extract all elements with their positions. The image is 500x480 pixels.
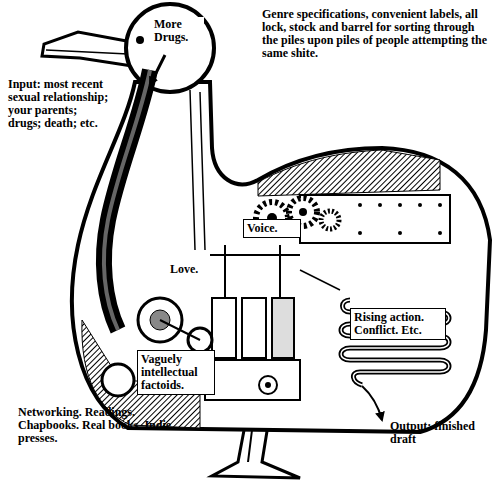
text-box: Vaguely intellectual factoids. (137, 350, 215, 395)
gear-panel (300, 195, 450, 243)
duck-head (126, 4, 214, 92)
beak-line (46, 50, 128, 54)
back-shading (258, 150, 440, 196)
annotation: More Drugs. (152, 17, 204, 45)
text-box: Voice. (243, 219, 301, 238)
duck-beak (42, 32, 132, 66)
gear (321, 211, 339, 229)
annotation: Output: finished draft (390, 420, 498, 446)
neck-tube-core (104, 70, 150, 330)
text-box: Rising action. Conflict. Etc. (350, 308, 446, 340)
annotation: Networking. Readings. Chapbooks. Real bo… (18, 406, 173, 445)
duck-legs (212, 425, 300, 478)
gear-hub (299, 208, 307, 216)
mechanism (102, 245, 340, 400)
output-arrow (362, 386, 382, 420)
annotation: Love. (168, 262, 212, 277)
box-text: Voice. (247, 222, 297, 235)
panel-rivets (358, 203, 442, 235)
annotation: Input: most recent sexual relationship; … (8, 78, 110, 130)
annotation: Genre specifications, convenient labels,… (262, 8, 492, 60)
input-arrow (150, 55, 165, 85)
box-text: Rising action. Conflict. Etc. (354, 311, 442, 337)
intestine-core (341, 300, 449, 385)
duck-eye (136, 36, 144, 44)
intestine-coil (341, 300, 449, 385)
neck-tube (104, 70, 150, 330)
neck-rods (190, 90, 205, 250)
box-text: Vaguely intellectual factoids. (141, 353, 211, 392)
